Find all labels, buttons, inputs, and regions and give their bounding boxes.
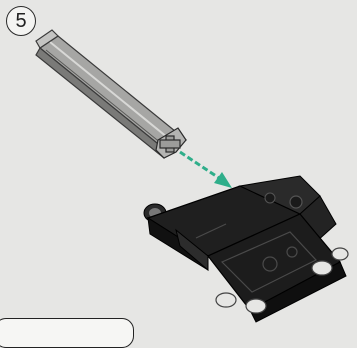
assembly-illustration [0, 0, 357, 335]
frame-icon [144, 176, 348, 322]
instruction-page: 5 [0, 0, 357, 335]
bottom-callout-box [0, 318, 134, 348]
assembly-arrow-icon [180, 152, 232, 188]
axle-icon [36, 30, 186, 158]
